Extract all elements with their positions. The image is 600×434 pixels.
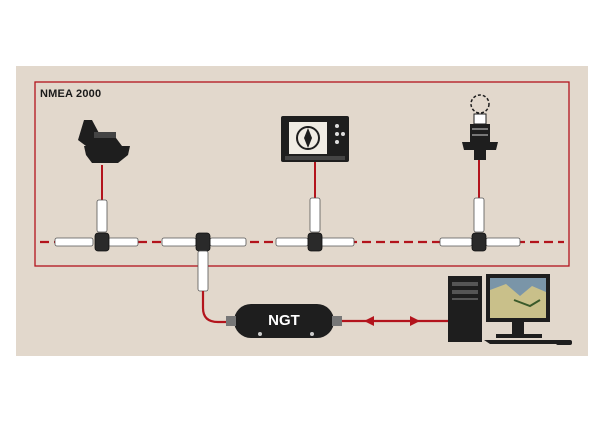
- t-connector-display: [307, 232, 323, 252]
- sounder-device-icon: [78, 120, 130, 163]
- drop-cables: [96, 160, 485, 233]
- arrow-left-icon: [364, 316, 374, 326]
- t-connector-sounder: [94, 232, 110, 252]
- gateway-drop-cable: [197, 250, 234, 324]
- pc-link: [342, 316, 448, 326]
- backbone-connectors: [54, 237, 521, 247]
- desktop-pc-icon: [448, 274, 572, 345]
- gps-antenna-icon: [462, 94, 498, 160]
- arrow-right-icon: [410, 316, 420, 326]
- t-connectors: [94, 232, 487, 252]
- gateway-label: NGT: [268, 312, 300, 329]
- nmea-network-boundary: [34, 81, 570, 267]
- ngt-gateway-device: [226, 304, 342, 338]
- t-connector-antenna: [471, 232, 487, 252]
- network-label: NMEA 2000: [40, 88, 102, 100]
- chartplotter-display-icon: [281, 116, 349, 162]
- t-connector-gateway: [195, 232, 211, 252]
